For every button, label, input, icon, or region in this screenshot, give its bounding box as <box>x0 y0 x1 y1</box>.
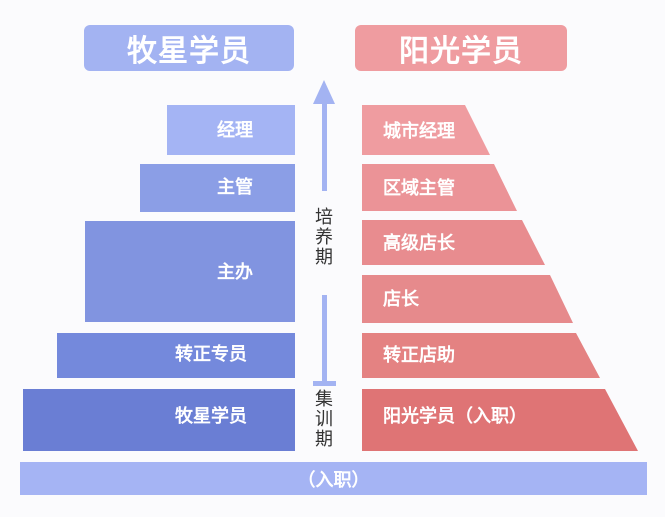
base-bar: （入职） <box>20 462 647 495</box>
right-level-shape-2 <box>362 164 517 211</box>
lower-phase-label: 集训期 <box>315 389 333 450</box>
arrow-base-bar <box>313 381 336 386</box>
right-level-label-5: 转正店助 <box>383 345 455 366</box>
base-label: （入职） <box>297 469 370 491</box>
left-level-label-5: 牧星学员 <box>175 406 247 427</box>
right-level-label-4: 店长 <box>383 289 419 310</box>
left-level-shape-5 <box>23 389 295 451</box>
right-level-shape-5 <box>362 333 600 378</box>
right-level-label-1: 城市经理 <box>383 121 455 142</box>
left-level-shape-3 <box>85 221 295 322</box>
up-arrow-head-icon <box>313 80 335 104</box>
left-level-label-1: 经理 <box>217 120 253 141</box>
left-level-shape-4 <box>57 333 295 378</box>
right-level-label-3: 高级店长 <box>383 233 455 254</box>
left-level-label-2: 主管 <box>217 177 253 198</box>
right-level-shape-6 <box>362 389 638 451</box>
left-level-label-4: 转正专员 <box>175 344 247 365</box>
upper-phase-label: 培养期 <box>315 207 333 268</box>
right-level-label-2: 区域主管 <box>383 178 455 199</box>
right-level-shape-3 <box>362 220 545 265</box>
left-level-shape-1 <box>167 105 295 155</box>
right-level-shape-4 <box>362 275 573 323</box>
left-column-title: 牧星学员 <box>84 25 294 71</box>
right-column-title: 阳光学员 <box>355 25 567 71</box>
up-arrow-shaft-upper <box>322 103 327 191</box>
up-arrow-shaft-lower <box>322 295 327 383</box>
right-level-label-6: 阳光学员（入职） <box>383 406 527 427</box>
left-level-label-3: 主办 <box>217 262 253 283</box>
left-level-shape-2 <box>140 164 295 212</box>
right-level-shape-1 <box>362 105 490 155</box>
